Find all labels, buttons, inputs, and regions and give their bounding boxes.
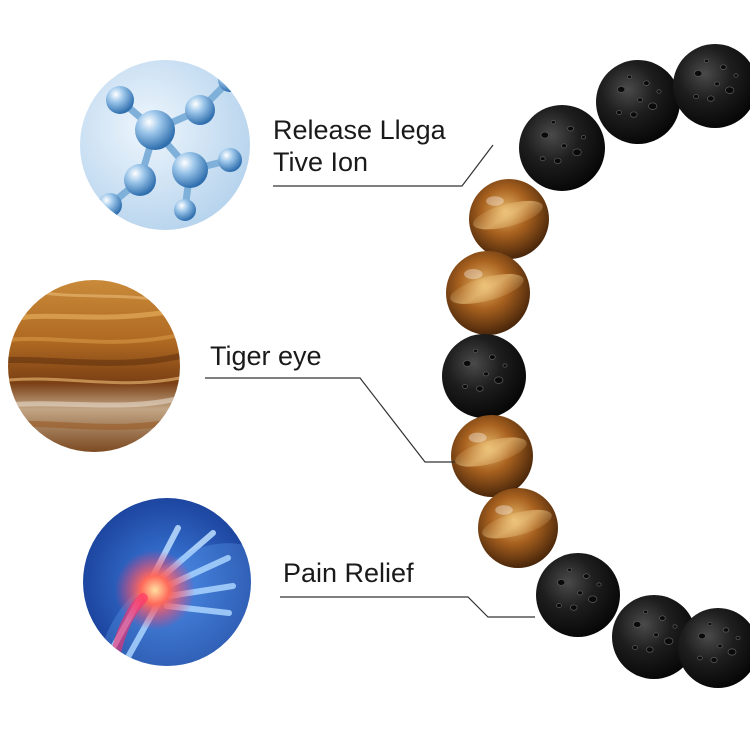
label-release-ion-line2: Tive Ion: [273, 147, 369, 177]
label-pain-relief-text: Pain Relief: [283, 558, 414, 588]
lava-bead: [519, 105, 605, 191]
lava-bead: [612, 595, 696, 679]
molecule-icon: [80, 60, 250, 230]
label-tiger-eye-text: Tiger eye: [210, 341, 322, 371]
label-release-ion-line1: Release Llega: [273, 115, 446, 145]
label-release-ion: Release Llega Tive Ion: [273, 114, 446, 178]
wrist-xray-icon: [83, 498, 251, 666]
leader-line-tiger-eye: [205, 377, 455, 463]
tiger-eye-bead: [469, 179, 549, 259]
wrist-xray-image: [83, 498, 251, 666]
leader-line-ion: [273, 144, 494, 187]
lava-bead: [442, 334, 526, 418]
tiger-eye-bead: [446, 251, 530, 335]
tiger-eye-stone-icon: [8, 280, 180, 452]
lava-bead: [596, 60, 680, 144]
label-pain-relief: Pain Relief: [283, 557, 414, 589]
tiger-eye-stone-image: [8, 280, 180, 452]
lava-bead: [536, 553, 620, 637]
tiger-eye-bead: [478, 488, 558, 568]
molecule-image: [80, 60, 250, 230]
leader-line-pain-relief: [280, 596, 535, 618]
lava-bead: [678, 608, 750, 688]
tiger-eye-bead: [451, 415, 533, 497]
label-tiger-eye: Tiger eye: [210, 340, 322, 372]
lava-bead: [673, 44, 750, 128]
